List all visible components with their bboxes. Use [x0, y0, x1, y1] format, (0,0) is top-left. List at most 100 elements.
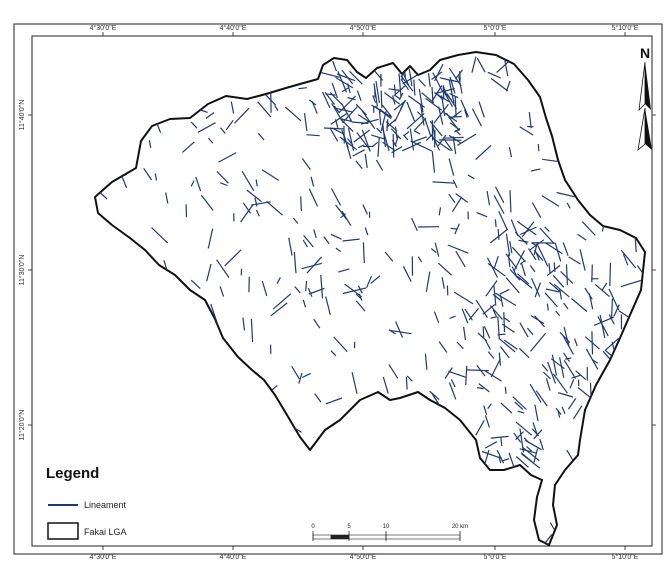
lineament — [620, 279, 641, 288]
lineament — [454, 127, 461, 133]
lineament-layer — [98, 56, 645, 545]
lineament — [516, 275, 533, 289]
lineament — [534, 315, 546, 328]
lineament — [546, 303, 549, 311]
lineament — [443, 90, 453, 107]
lineament — [380, 90, 383, 108]
lineament — [484, 441, 498, 449]
lineament — [353, 129, 371, 143]
lineament — [505, 253, 518, 269]
lineament — [375, 159, 384, 171]
lineament — [541, 195, 560, 207]
lineament — [293, 252, 297, 274]
lineament — [515, 431, 525, 441]
lineament — [482, 326, 485, 338]
lineament — [323, 236, 330, 245]
lineament — [421, 92, 435, 104]
lineament — [608, 314, 615, 325]
lineament — [399, 101, 405, 110]
lineament — [291, 365, 300, 380]
right-ticks — [652, 114, 656, 426]
lineament — [539, 227, 555, 245]
lineament — [482, 304, 496, 315]
lineament — [301, 372, 311, 379]
lineament — [503, 339, 518, 350]
lineament — [498, 211, 508, 230]
lineament — [505, 277, 520, 294]
lineament — [352, 149, 365, 157]
lineament — [433, 103, 449, 124]
lineament — [417, 256, 423, 263]
lineament — [519, 322, 529, 338]
lineament — [483, 369, 502, 382]
lineament — [205, 112, 215, 119]
lineament — [388, 364, 399, 379]
lineament — [343, 106, 358, 122]
lineament — [329, 128, 339, 142]
lineament — [438, 207, 442, 216]
lineament — [450, 110, 462, 120]
lineament — [431, 151, 436, 173]
lineament — [448, 158, 455, 176]
lineament — [475, 420, 485, 436]
lineament — [489, 305, 503, 320]
lineament — [301, 262, 322, 270]
lineament — [321, 91, 331, 108]
lineament — [362, 242, 365, 264]
lineament — [467, 174, 475, 180]
lineament — [225, 119, 234, 131]
lineament — [545, 288, 560, 293]
lineament — [501, 323, 515, 333]
legend-lineament-label: Lineament — [84, 500, 127, 510]
lineament — [148, 140, 152, 148]
lineament — [257, 101, 272, 118]
lineament — [302, 239, 308, 248]
lineament — [463, 326, 467, 341]
lineament — [537, 244, 549, 267]
lineament — [376, 127, 382, 134]
lineament — [476, 57, 486, 73]
bottom-tick-label: 5°10'0"E — [612, 553, 639, 561]
lineament — [562, 242, 569, 256]
lineament — [518, 347, 530, 359]
lineament — [195, 176, 202, 192]
lineament — [437, 262, 453, 276]
lineament — [484, 415, 490, 428]
lineament — [455, 193, 469, 203]
lineament — [509, 241, 513, 254]
lineament — [330, 350, 337, 357]
lineament — [357, 114, 371, 123]
left-tick-label: 11°30'0"N — [18, 255, 26, 286]
lineament — [487, 263, 506, 277]
lineament — [302, 299, 307, 308]
lineament — [591, 264, 593, 283]
lineament — [240, 204, 254, 223]
lineament — [361, 129, 371, 152]
lineament — [320, 274, 324, 299]
lineament — [406, 375, 413, 382]
lineament — [550, 358, 565, 370]
lineament — [384, 251, 394, 262]
lineament — [519, 126, 534, 136]
lineament — [336, 107, 354, 113]
lineament — [218, 152, 237, 163]
lineament — [575, 370, 587, 381]
lineament — [330, 113, 347, 125]
lineament — [341, 118, 352, 122]
scale-label: 5 — [347, 524, 351, 530]
bottom-ticks: 4°30'0"E 4°40'0"E 4°50'0"E 5°0'0"E 5°10'… — [90, 546, 639, 561]
lineament — [364, 153, 368, 168]
lineament — [444, 367, 453, 379]
lineament — [276, 277, 281, 284]
legend-lga-symbol — [47, 522, 79, 540]
lineament — [313, 229, 317, 239]
lineament — [325, 296, 331, 315]
lineament — [513, 250, 525, 272]
scale-label: 0 — [311, 524, 315, 530]
lineament — [298, 87, 307, 90]
lineament — [500, 402, 513, 414]
lineament — [503, 316, 511, 323]
lineament — [555, 310, 561, 317]
lineament — [391, 146, 403, 154]
lineament — [411, 217, 418, 231]
